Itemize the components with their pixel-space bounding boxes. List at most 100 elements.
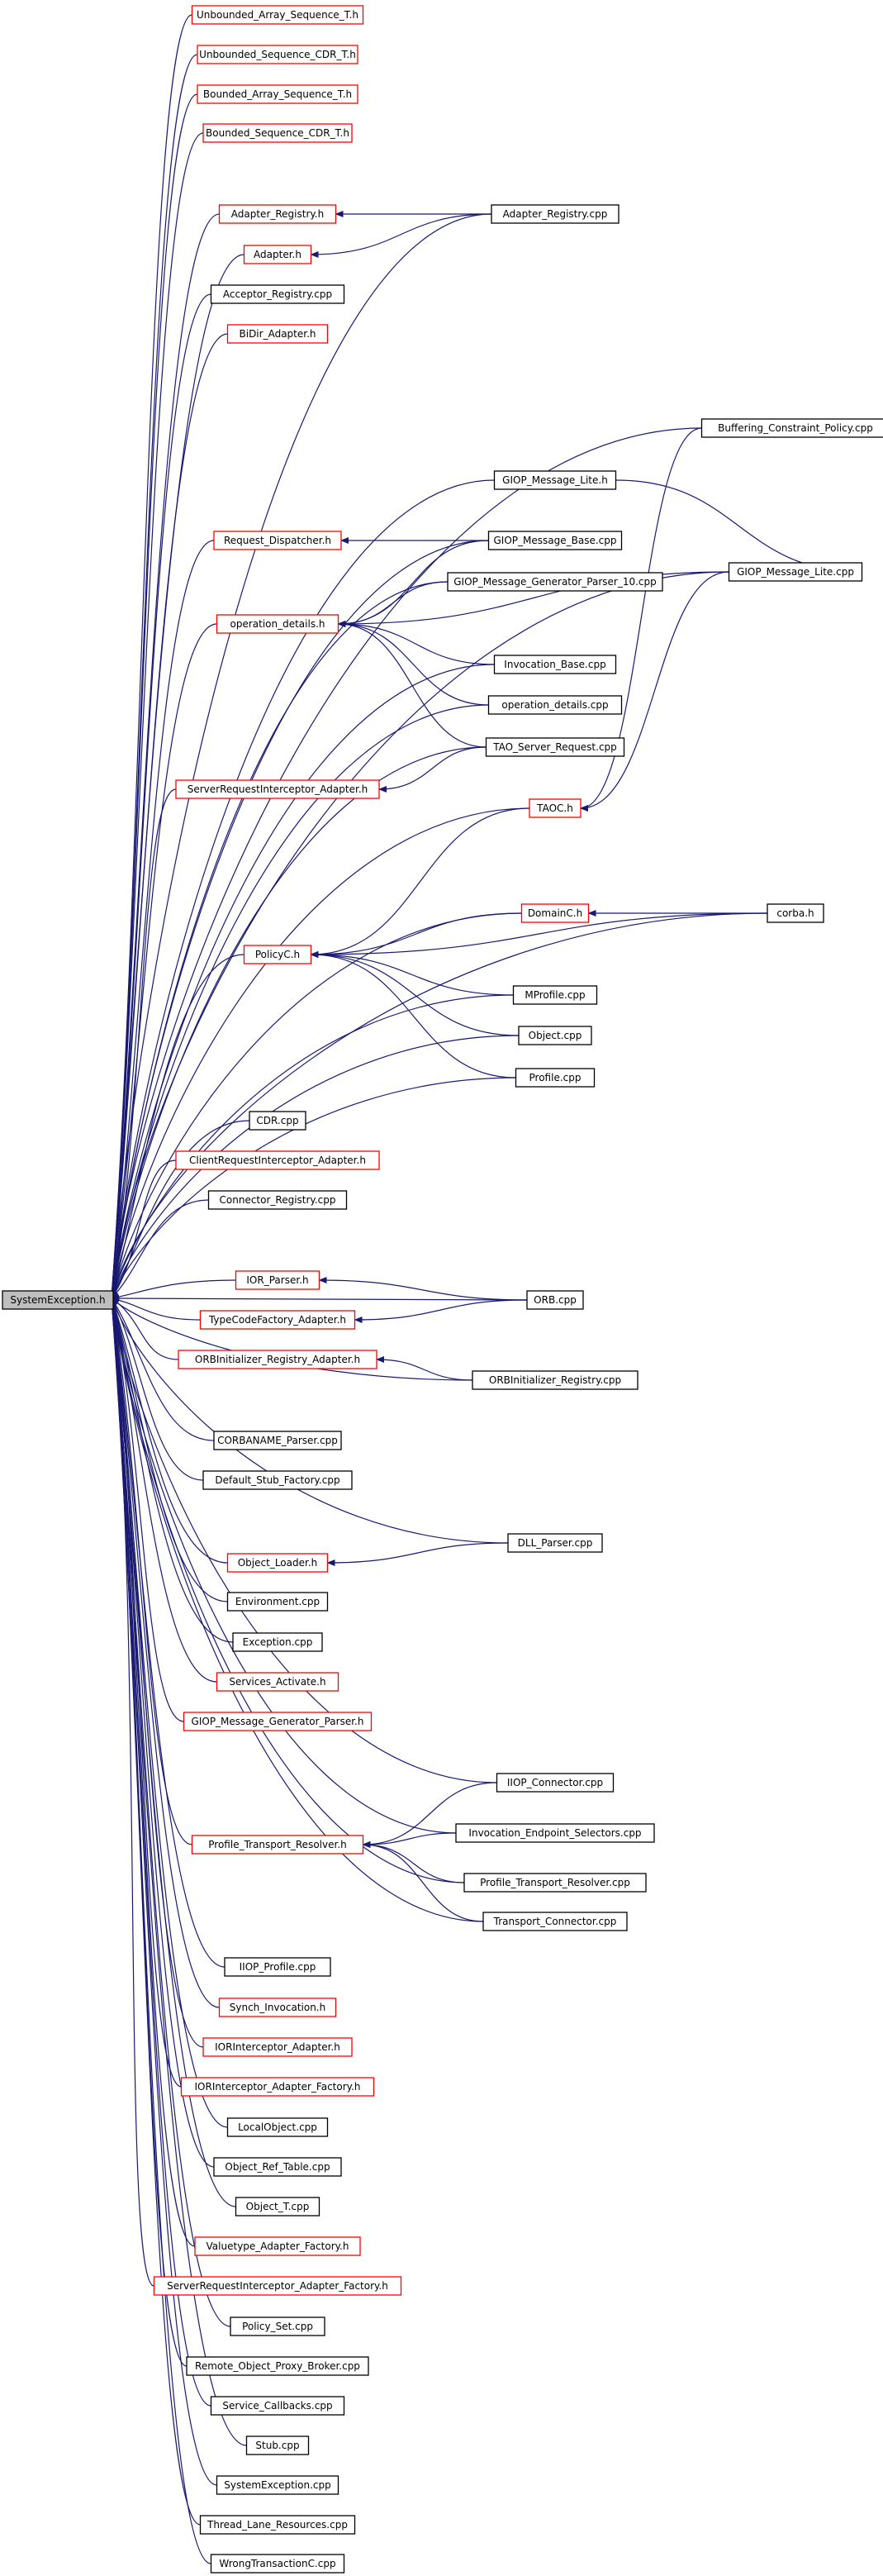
node-exception-cpp[interactable]: Exception.cpp (232, 1632, 323, 1652)
node-cdr-cpp[interactable]: CDR.cpp (249, 1111, 306, 1131)
node-box (199, 2515, 356, 2535)
node-remote-object-proxy-broker-cpp[interactable]: Remote_Object_Proxy_Broker.cpp (186, 2356, 369, 2376)
node-bounded-sequence-cdr-t-h[interactable]: Bounded_Sequence_CDR_T.h (202, 123, 353, 143)
node-adapter-registry-cpp[interactable]: Adapter_Registry.cpp (491, 204, 620, 224)
node-profile-cpp[interactable]: Profile.cpp (515, 1068, 596, 1088)
node-invocation-base-cpp[interactable]: Invocation_Base.cpp (493, 655, 617, 674)
edge-transport-connector-cpp-to-root (109, 1298, 484, 1922)
node-bidir-adapter-h[interactable]: BiDir_Adapter.h (226, 324, 329, 344)
node-label: Adapter.h (254, 249, 301, 260)
node-unbounded-sequence-cdr-t-h[interactable]: Unbounded_Sequence_CDR_T.h (197, 45, 358, 64)
node-profile-transport-resolver-cpp[interactable]: Profile_Transport_Resolver.cpp (463, 1873, 647, 1893)
node-box (491, 204, 620, 224)
node-thread-lane-resources-cpp[interactable]: Thread_Lane_Resources.cpp (199, 2515, 356, 2535)
node-object-loader-h[interactable]: Object_Loader.h (226, 1553, 329, 1573)
edge-corbaname-parser-cpp-to-root (111, 1298, 215, 1441)
edge-orb-cpp-to-typecodefactory-adapter-h (354, 1299, 528, 1323)
node-services-activate-h[interactable]: Services_Activate.h (216, 1672, 339, 1692)
node-corbaname-parser-cpp[interactable]: CORBANAME_Parser.cpp (213, 1431, 342, 1450)
node-environment-cpp[interactable]: Environment.cpp (226, 1592, 329, 1612)
node-iorinterceptor-adapter-factory-h[interactable]: IORInterceptor_Adapter_Factory.h (180, 2077, 375, 2097)
node-box (482, 1912, 628, 1931)
node-serverrequestinterceptor-adapter-factory-h[interactable]: ServerRequestInterceptor_Adapter_Factory… (153, 2276, 402, 2296)
edge-invocation-base-cpp-to-root (109, 664, 495, 1299)
node-label: CDR.cpp (256, 1115, 298, 1126)
node-valuetype-adapter-factory-h[interactable]: Valuetype_Adapter_Factory.h (194, 2236, 361, 2256)
node-object-cpp[interactable]: Object.cpp (518, 1026, 592, 1045)
node-invocation-endpoint-selectors-cpp[interactable]: Invocation_Endpoint_Selectors.cpp (455, 1823, 655, 1843)
node-dll-parser-cpp[interactable]: DLL_Parser.cpp (507, 1533, 603, 1553)
edge-taoc-h-to-policyc-h (310, 807, 530, 958)
node-localobject-cpp[interactable]: LocalObject.cpp (226, 2117, 329, 2137)
node-transport-connector-cpp[interactable]: Transport_Connector.cpp (482, 1912, 628, 1931)
edge-profile-transport-resolver-h-to-root (109, 1298, 192, 1845)
node-box (507, 1533, 603, 1553)
node-connector-registry-cpp[interactable]: Connector_Registry.cpp (207, 1190, 348, 1210)
node-label: IIOP_Connector.cpp (507, 1777, 603, 1788)
node-giop-message-lite-h[interactable]: GIOP_Message_Lite.h (493, 470, 617, 490)
node-operation-details-h[interactable]: operation_details.h (216, 614, 339, 634)
node-label: TypeCodeFactory_Adapter.h (208, 1314, 346, 1326)
node-giop-message-base-cpp[interactable]: GIOP_Message_Base.cpp (487, 531, 623, 550)
node-box (207, 1190, 348, 1210)
node-wrongtransactionc-cpp[interactable]: WrongTransactionC.cpp (210, 2554, 345, 2574)
node-bounded-array-sequence-t-h[interactable]: Bounded_Array_Sequence_T.h (197, 84, 358, 104)
node-domainc-h[interactable]: DomainC.h (520, 903, 590, 923)
node-iiop-profile-cpp[interactable]: IIOP_Profile.cpp (224, 1957, 331, 1977)
node-orb-cpp[interactable]: ORB.cpp (526, 1290, 584, 1310)
node-iiop-connector-cpp[interactable]: IIOP_Connector.cpp (496, 1773, 615, 1793)
node-tao-server-request-cpp[interactable]: TAO_Server_Request.cpp (485, 737, 625, 757)
edge-mprofile-cpp-to-policyc-h (310, 951, 514, 996)
node-label: Synch_Invocation.h (230, 2002, 325, 2013)
node-policyc-h[interactable]: PolicyC.h (243, 945, 312, 964)
node-label: Stub.cpp (255, 2440, 299, 2451)
node-adapter-h[interactable]: Adapter.h (243, 245, 312, 264)
node-request-dispatcher-h[interactable]: Request_Dispatcher.h (213, 531, 342, 550)
node-label: ORBInitializer_Registry.cpp (489, 1374, 621, 1386)
node-box (191, 5, 364, 25)
node-acceptor-registry-cpp[interactable]: Acceptor_Registry.cpp (210, 284, 345, 304)
edge-invocation-base-cpp-to-operation-details-h (337, 621, 495, 665)
node-object-ref-table-cpp[interactable]: Object_Ref_Table.cpp (213, 2157, 342, 2177)
node-stub-cpp[interactable]: Stub.cpp (245, 2436, 310, 2455)
node-serverrequestinterceptor-adapter-h[interactable]: ServerRequestInterceptor_Adapter.h (175, 779, 380, 799)
node-orbinitializer-registry-adapter-h[interactable]: ORBInitializer_Registry_Adapter.h (178, 1350, 377, 1369)
node-systemexception-cpp[interactable]: SystemException.cpp (216, 2475, 339, 2495)
node-policy-set-cpp[interactable]: Policy_Set.cpp (230, 2316, 325, 2336)
node-giop-message-lite-cpp[interactable]: GIOP_Message_Lite.cpp (728, 562, 863, 582)
node-adapter-registry-h[interactable]: Adapter_Registry.h (218, 204, 337, 224)
node-clientrequestinterceptor-adapter-h[interactable]: ClientRequestInterceptor_Adapter.h (175, 1150, 380, 1170)
node-giop-message-generator-parser-10-cpp[interactable]: GIOP_Message_Generator_Parser_10.cpp (447, 572, 663, 592)
edge-operation-details-h-to-root (109, 623, 217, 1299)
node-systemexception-h[interactable]: SystemException.h (2, 1290, 114, 1310)
node-iorinterceptor-adapter-h[interactable]: IORInterceptor_Adapter.h (202, 2037, 353, 2057)
node-profile-transport-resolver-h[interactable]: Profile_Transport_Resolver.h (191, 1835, 364, 1855)
edge-tao-server-request-cpp-to-operation-details-h (337, 621, 487, 748)
edge-giop-message-lite-h-to-giop-message-lite-cpp (615, 479, 863, 575)
node-buffering-constraint-policy-cpp[interactable]: Buffering_Constraint_Policy.cpp (700, 418, 883, 438)
node-mprofile-cpp[interactable]: MProfile.cpp (512, 985, 598, 1005)
node-operation-details-cpp[interactable]: operation_details.cpp (487, 695, 623, 715)
node-default-stub-factory-cpp[interactable]: Default_Stub_Factory.cpp (202, 1470, 353, 1490)
edge-giop-message-generator-parser-10-cpp-to-root (109, 581, 449, 1299)
node-orbinitializer-registry-cpp[interactable]: ORBInitializer_Registry.cpp (472, 1370, 639, 1390)
node-corba-h[interactable]: corba.h (767, 903, 824, 923)
node-label: PolicyC.h (255, 949, 300, 960)
node-box (455, 1823, 655, 1843)
edge-tao-server-request-cpp-to-serverrequestinterceptor-adapter-h (378, 746, 487, 793)
node-unbounded-array-sequence-t-h[interactable]: Unbounded_Array_Sequence_T.h (191, 5, 364, 25)
node-label: Transport_Connector.cpp (493, 1916, 617, 1927)
node-box (210, 2396, 345, 2416)
node-service-callbacks-cpp[interactable]: Service_Callbacks.cpp (210, 2396, 345, 2416)
node-label: Policy_Set.cpp (242, 2321, 313, 2332)
node-label: Adapter_Registry.h (231, 208, 324, 220)
node-ior-parser-h[interactable]: IOR_Parser.h (235, 1270, 320, 1290)
node-box (493, 655, 617, 674)
node-giop-message-generator-parser-h[interactable]: GIOP_Message_Generator_Parser.h (183, 1712, 373, 1731)
node-typecodefactory-adapter-h[interactable]: TypeCodeFactory_Adapter.h (199, 1310, 356, 1330)
node-taoc-h[interactable]: TAOC.h (529, 798, 582, 818)
edge-typecodefactory-adapter-h-to-root (111, 1297, 201, 1321)
node-box (2, 1290, 114, 1310)
node-synch-invocation-h[interactable]: Synch_Invocation.h (218, 1997, 337, 2017)
node-object-t-cpp[interactable]: Object_T.cpp (235, 2197, 320, 2217)
